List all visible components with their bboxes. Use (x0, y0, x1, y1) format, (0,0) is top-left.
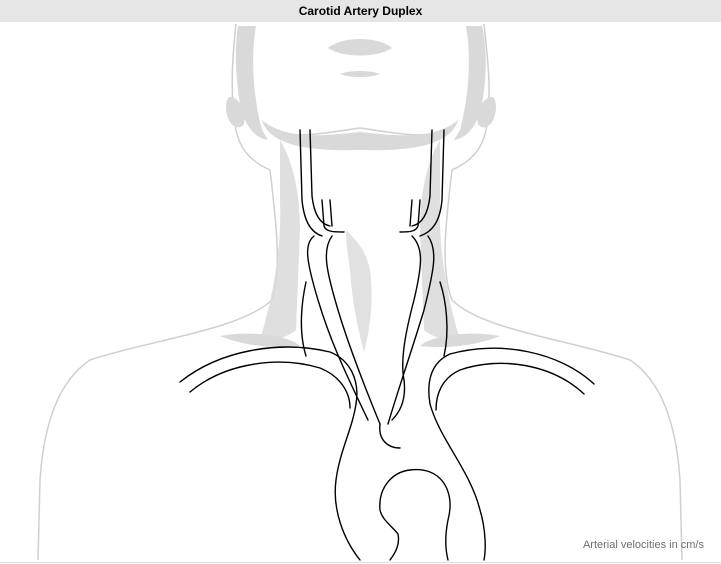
right-subclavian-a (428, 347, 595, 405)
left-vertebral (300, 281, 307, 357)
brachiocephalic-right (429, 403, 486, 561)
right-common-carotid-b (391, 235, 422, 421)
left-eca (329, 199, 333, 227)
title-bar: Carotid Artery Duplex (0, 0, 721, 22)
bottom-divider (0, 562, 721, 563)
page-title: Carotid Artery Duplex (298, 4, 423, 18)
right-ica (399, 199, 421, 233)
velocity-units-note: Arterial velocities in cm/s (582, 539, 704, 551)
right-common-carotid-a (387, 235, 435, 425)
body-silhouette (37, 23, 683, 561)
arterial-tree (179, 129, 595, 561)
left-subclavian-b (189, 361, 351, 409)
right-carotid-inner (411, 129, 433, 227)
left-common-carotid-b (325, 235, 381, 425)
left-subclavian-a (179, 346, 358, 405)
aortic-arch-outer (379, 423, 401, 449)
right-eca (409, 199, 413, 227)
right-carotid-outer (419, 129, 445, 237)
aortic-arch-inner (409, 468, 451, 561)
left-common-carotid-a (306, 235, 369, 421)
brachiocephalic-left (334, 403, 361, 561)
right-vertebral (439, 281, 448, 357)
left-ica (321, 199, 345, 233)
right-subclavian-b (435, 362, 585, 411)
aortic-arch-loop (379, 469, 411, 561)
left-carotid-outer (299, 129, 323, 237)
head-shading (220, 26, 500, 352)
left-carotid-inner (309, 129, 331, 227)
